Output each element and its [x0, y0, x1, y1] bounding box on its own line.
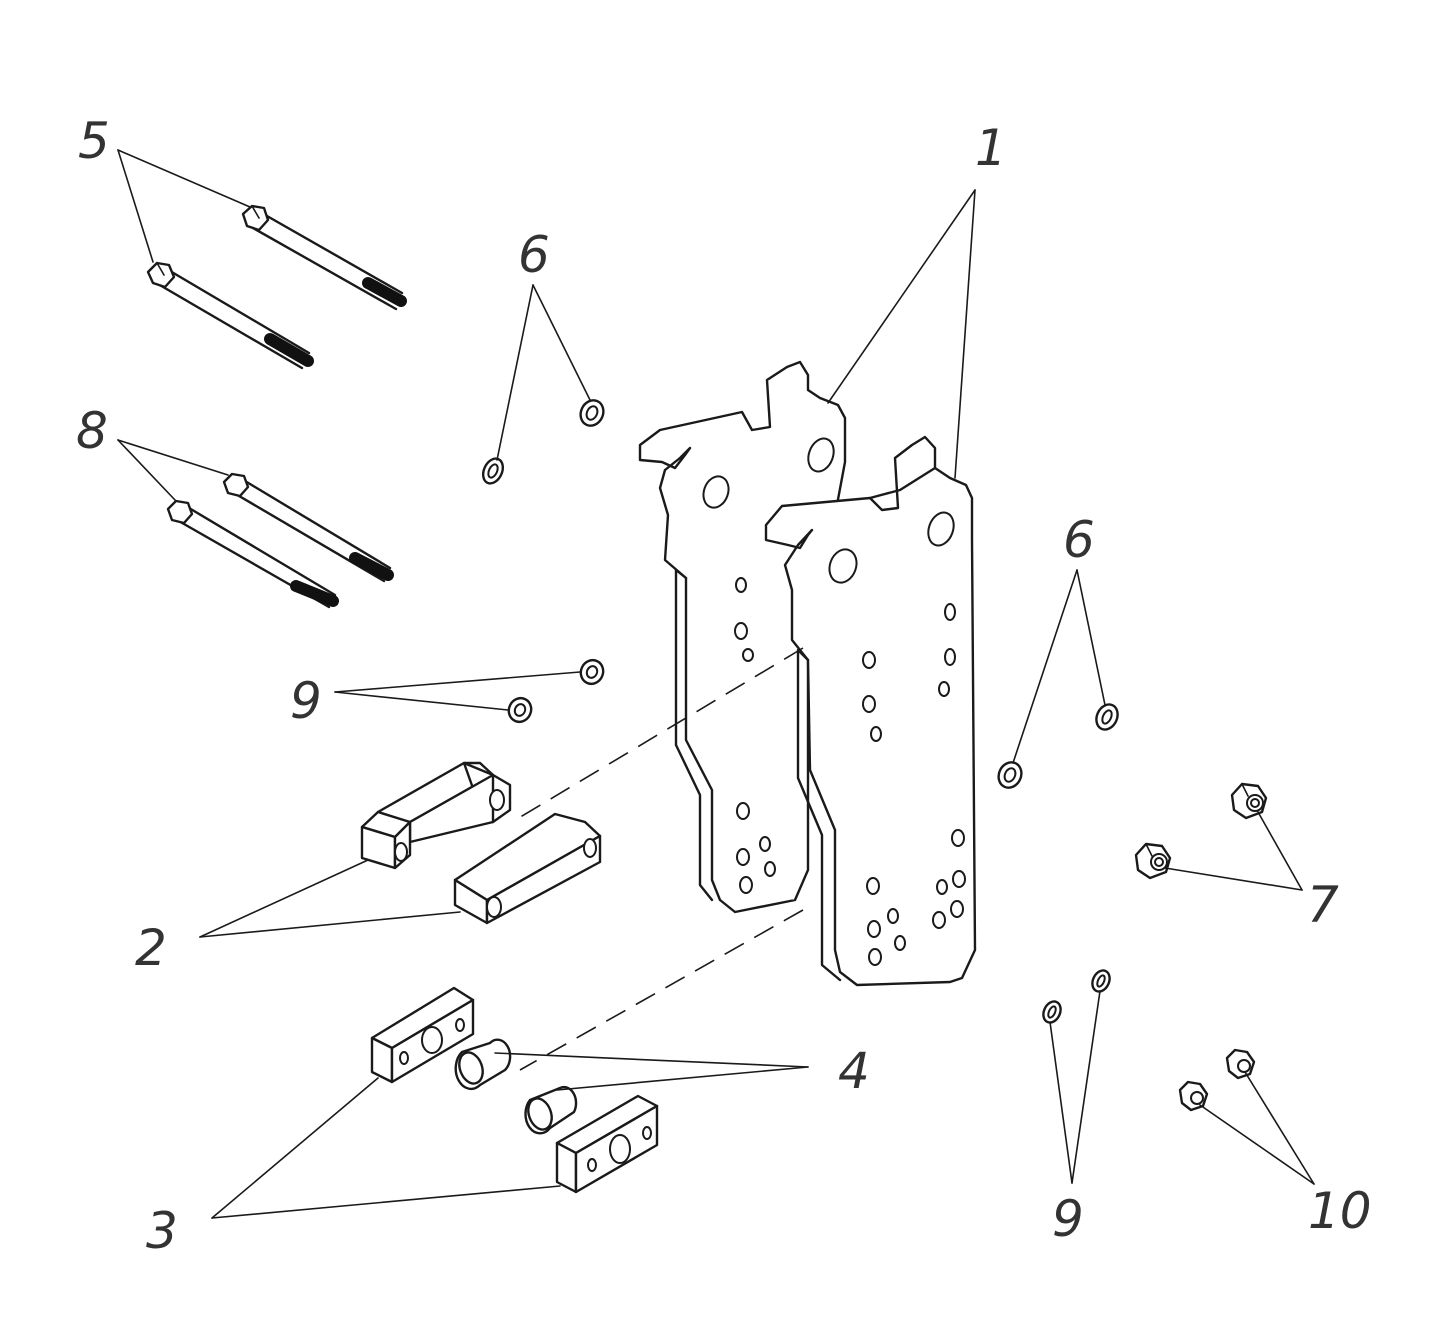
callout-7: 7: [1307, 876, 1339, 934]
callout-4: 4: [838, 1042, 870, 1100]
block-3-lower: [555, 1094, 659, 1194]
callout-6-left: 6: [518, 226, 550, 284]
bracket-2: [360, 761, 602, 925]
washer-6-right-a: [997, 761, 1023, 789]
block-3-upper: [370, 986, 475, 1084]
callout-10: 10: [1308, 1182, 1372, 1240]
washer-6-left-a: [481, 457, 505, 485]
callout-8: 8: [76, 402, 108, 460]
nut-7-lower: [1134, 842, 1172, 880]
callout-3: 3: [146, 1202, 178, 1260]
washer-9-left-b: [507, 696, 533, 724]
nut-10-lower: [1178, 1080, 1209, 1112]
callout-2: 2: [135, 919, 167, 977]
bolt-5-upper: [241, 204, 407, 311]
callout-1: 1: [975, 119, 1007, 177]
washer-9-right-a: [1042, 1000, 1062, 1024]
callout-9-right: 9: [1052, 1190, 1084, 1248]
leader-lines: [117, 149, 1315, 1219]
bushing-4-upper: [454, 1038, 512, 1091]
nut-7-upper: [1230, 782, 1268, 820]
callout-9-left: 9: [290, 672, 322, 730]
assembly-line-lower: [519, 909, 804, 1071]
bolt-5-lower: [146, 261, 314, 370]
washer-6-right-b: [1095, 703, 1119, 731]
callout-5: 5: [78, 112, 110, 170]
washer-6-left-b: [579, 399, 605, 427]
plate-1-back: [638, 360, 847, 914]
washer-9-right-b: [1091, 969, 1111, 993]
nut-10-upper: [1225, 1048, 1256, 1080]
assembly-line-upper: [511, 647, 804, 823]
callout-6-right: 6: [1063, 511, 1095, 569]
plate-1-front: [764, 435, 977, 987]
washer-9-left-a: [579, 658, 605, 686]
bolt-8-lower: [166, 499, 339, 609]
bolt-8-upper: [222, 472, 394, 583]
